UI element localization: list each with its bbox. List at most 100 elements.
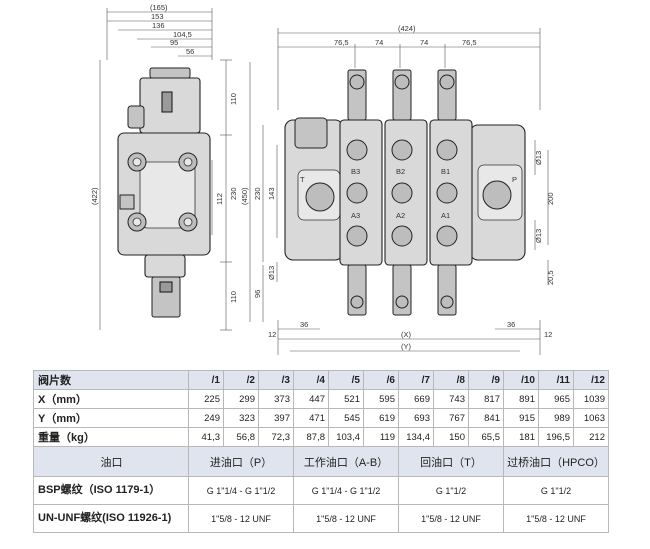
unf-work: 1"5/8 - 12 UNF bbox=[293, 504, 399, 533]
table-cell: 212 bbox=[573, 427, 609, 447]
port-header-row: 油口 进油口（P） 工作油口（A-B） 回油口（T） 过桥油口（HPCO） bbox=[33, 446, 609, 477]
dim-front-96: 96 bbox=[253, 290, 262, 298]
table-cell: 619 bbox=[363, 408, 399, 428]
dim-side-165: (165) bbox=[150, 3, 168, 12]
dim-front-13b: Ø13 bbox=[534, 151, 543, 165]
port-header-inlet: 进油口（P） bbox=[188, 446, 294, 477]
header-label: 阀片数 bbox=[33, 370, 189, 390]
table-cell: 1063 bbox=[573, 408, 609, 428]
table-cell: 119 bbox=[363, 427, 399, 447]
spool-sections bbox=[339, 69, 473, 316]
table-cell: 989 bbox=[538, 408, 574, 428]
table-row-x: X（mm） 225 299 373 447 521 595 669 743 81… bbox=[33, 389, 609, 409]
table-cell: 397 bbox=[258, 408, 294, 428]
bsp-label: BSP螺纹（ISO 1179-1） bbox=[33, 476, 189, 505]
dim-front-12b: 12 bbox=[544, 330, 552, 339]
table-cell: 891 bbox=[503, 389, 539, 409]
dim-side-136: 136 bbox=[152, 21, 165, 30]
col-header: /2 bbox=[223, 370, 259, 390]
port-label-b2: B2 bbox=[396, 167, 405, 176]
port-label-a2: A2 bbox=[396, 211, 405, 220]
row-label: Y（mm） bbox=[33, 408, 189, 428]
table-cell: 669 bbox=[398, 389, 434, 409]
table-cell: 447 bbox=[293, 389, 329, 409]
dim-front-76a: 76,5 bbox=[334, 38, 349, 47]
table-cell: 181 bbox=[503, 427, 539, 447]
table-cell: 1039 bbox=[573, 389, 609, 409]
bsp-row: BSP螺纹（ISO 1179-1） G 1"1/4 - G 1"1/2 G 1"… bbox=[33, 476, 609, 505]
table-cell: 817 bbox=[468, 389, 504, 409]
table-cell: 841 bbox=[468, 408, 504, 428]
front-view: (424) 76,5 74 74 76,5 (450) 230 143 96 Ø… bbox=[240, 24, 555, 355]
col-header: /11 bbox=[538, 370, 574, 390]
table-cell: 323 bbox=[223, 408, 259, 428]
table-cell: 299 bbox=[223, 389, 259, 409]
table-cell: 196,5 bbox=[538, 427, 574, 447]
dim-side-422: (422) bbox=[90, 187, 99, 205]
table-cell: 225 bbox=[188, 389, 224, 409]
col-header: /3 bbox=[258, 370, 294, 390]
dim-front-143: 143 bbox=[267, 187, 276, 200]
port-label-t: T bbox=[300, 175, 305, 184]
port-label-b1: B1 bbox=[441, 167, 450, 176]
col-header: /1 bbox=[188, 370, 224, 390]
dim-front-12a: 12 bbox=[268, 330, 276, 339]
dim-front-200: 200 bbox=[546, 192, 555, 205]
port-label-p: P bbox=[512, 175, 517, 184]
col-header: /9 bbox=[468, 370, 504, 390]
dim-side-110b: 110 bbox=[229, 291, 238, 303]
table-cell: 72,3 bbox=[258, 427, 294, 447]
table-cell: 545 bbox=[328, 408, 364, 428]
bsp-return: G 1"1/2 bbox=[398, 476, 504, 505]
table-cell: 41,3 bbox=[188, 427, 224, 447]
table-header-row: 阀片数 /1 /2 /3 /4 /5 /6 /7 /8 /9 /10 /11 /… bbox=[33, 370, 609, 390]
dim-front-424: (424) bbox=[398, 24, 416, 33]
dim-front-13c: Ø13 bbox=[534, 229, 543, 243]
table-row-y: Y（mm） 249 323 397 471 545 619 693 767 84… bbox=[33, 408, 609, 428]
dim-front-x: (X) bbox=[401, 330, 412, 339]
port-header-return: 回油口（T） bbox=[398, 446, 504, 477]
table-cell: 249 bbox=[188, 408, 224, 428]
col-header: /6 bbox=[363, 370, 399, 390]
dim-side-153: 153 bbox=[151, 12, 164, 21]
col-header: /5 bbox=[328, 370, 364, 390]
port-label-a3: A3 bbox=[351, 211, 360, 220]
bsp-work: G 1"1/4 - G 1"1/2 bbox=[293, 476, 399, 505]
dim-front-76b: 76,5 bbox=[462, 38, 477, 47]
dim-front-450: (450) bbox=[240, 187, 249, 205]
table-cell: 65,5 bbox=[468, 427, 504, 447]
bsp-inlet: G 1"1/4 - G 1"1/2 bbox=[188, 476, 294, 505]
col-header: /10 bbox=[503, 370, 539, 390]
table-cell: 373 bbox=[258, 389, 294, 409]
dim-front-36b: 36 bbox=[507, 320, 515, 329]
row-label: 重量（kg） bbox=[33, 427, 189, 447]
table-cell: 521 bbox=[328, 389, 364, 409]
unf-inlet: 1"5/8 - 12 UNF bbox=[188, 504, 294, 533]
table-cell: 767 bbox=[433, 408, 469, 428]
port-header-bridge: 过桥油口（HPCO） bbox=[503, 446, 609, 477]
dim-side-95: 95 bbox=[170, 38, 178, 47]
spec-table: 阀片数 /1 /2 /3 /4 /5 /6 /7 /8 /9 /10 /11 /… bbox=[33, 370, 609, 533]
table-cell: 471 bbox=[293, 408, 329, 428]
bsp-bridge: G 1"1/2 bbox=[503, 476, 609, 505]
table-cell: 134,4 bbox=[398, 427, 434, 447]
side-view: (165) 153 136 104,5 95 56 (422) 110 230 … bbox=[90, 3, 238, 331]
table-cell: 965 bbox=[538, 389, 574, 409]
col-header: /8 bbox=[433, 370, 469, 390]
table-cell: 56,8 bbox=[223, 427, 259, 447]
unf-label: UN-UNF螺纹(ISO 11926-1) bbox=[33, 504, 189, 533]
unf-row: UN-UNF螺纹(ISO 11926-1) 1"5/8 - 12 UNF 1"5… bbox=[33, 504, 609, 533]
dim-side-112: 112 bbox=[215, 193, 224, 205]
dim-front-20_5: 20,5 bbox=[546, 270, 555, 285]
table-cell: 87,8 bbox=[293, 427, 329, 447]
dim-front-36a: 36 bbox=[300, 320, 308, 329]
port-header-work: 工作油口（A-B） bbox=[293, 446, 399, 477]
col-header: /4 bbox=[293, 370, 329, 390]
unf-bridge: 1"5/8 - 12 UNF bbox=[503, 504, 609, 533]
dim-front-230: 230 bbox=[253, 187, 262, 200]
port-label-a1: A1 bbox=[441, 211, 450, 220]
col-header: /7 bbox=[398, 370, 434, 390]
table-cell: 103,4 bbox=[328, 427, 364, 447]
technical-drawing: (165) 153 136 104,5 95 56 (422) 110 230 … bbox=[90, 3, 555, 355]
port-header-label: 油口 bbox=[33, 446, 189, 477]
